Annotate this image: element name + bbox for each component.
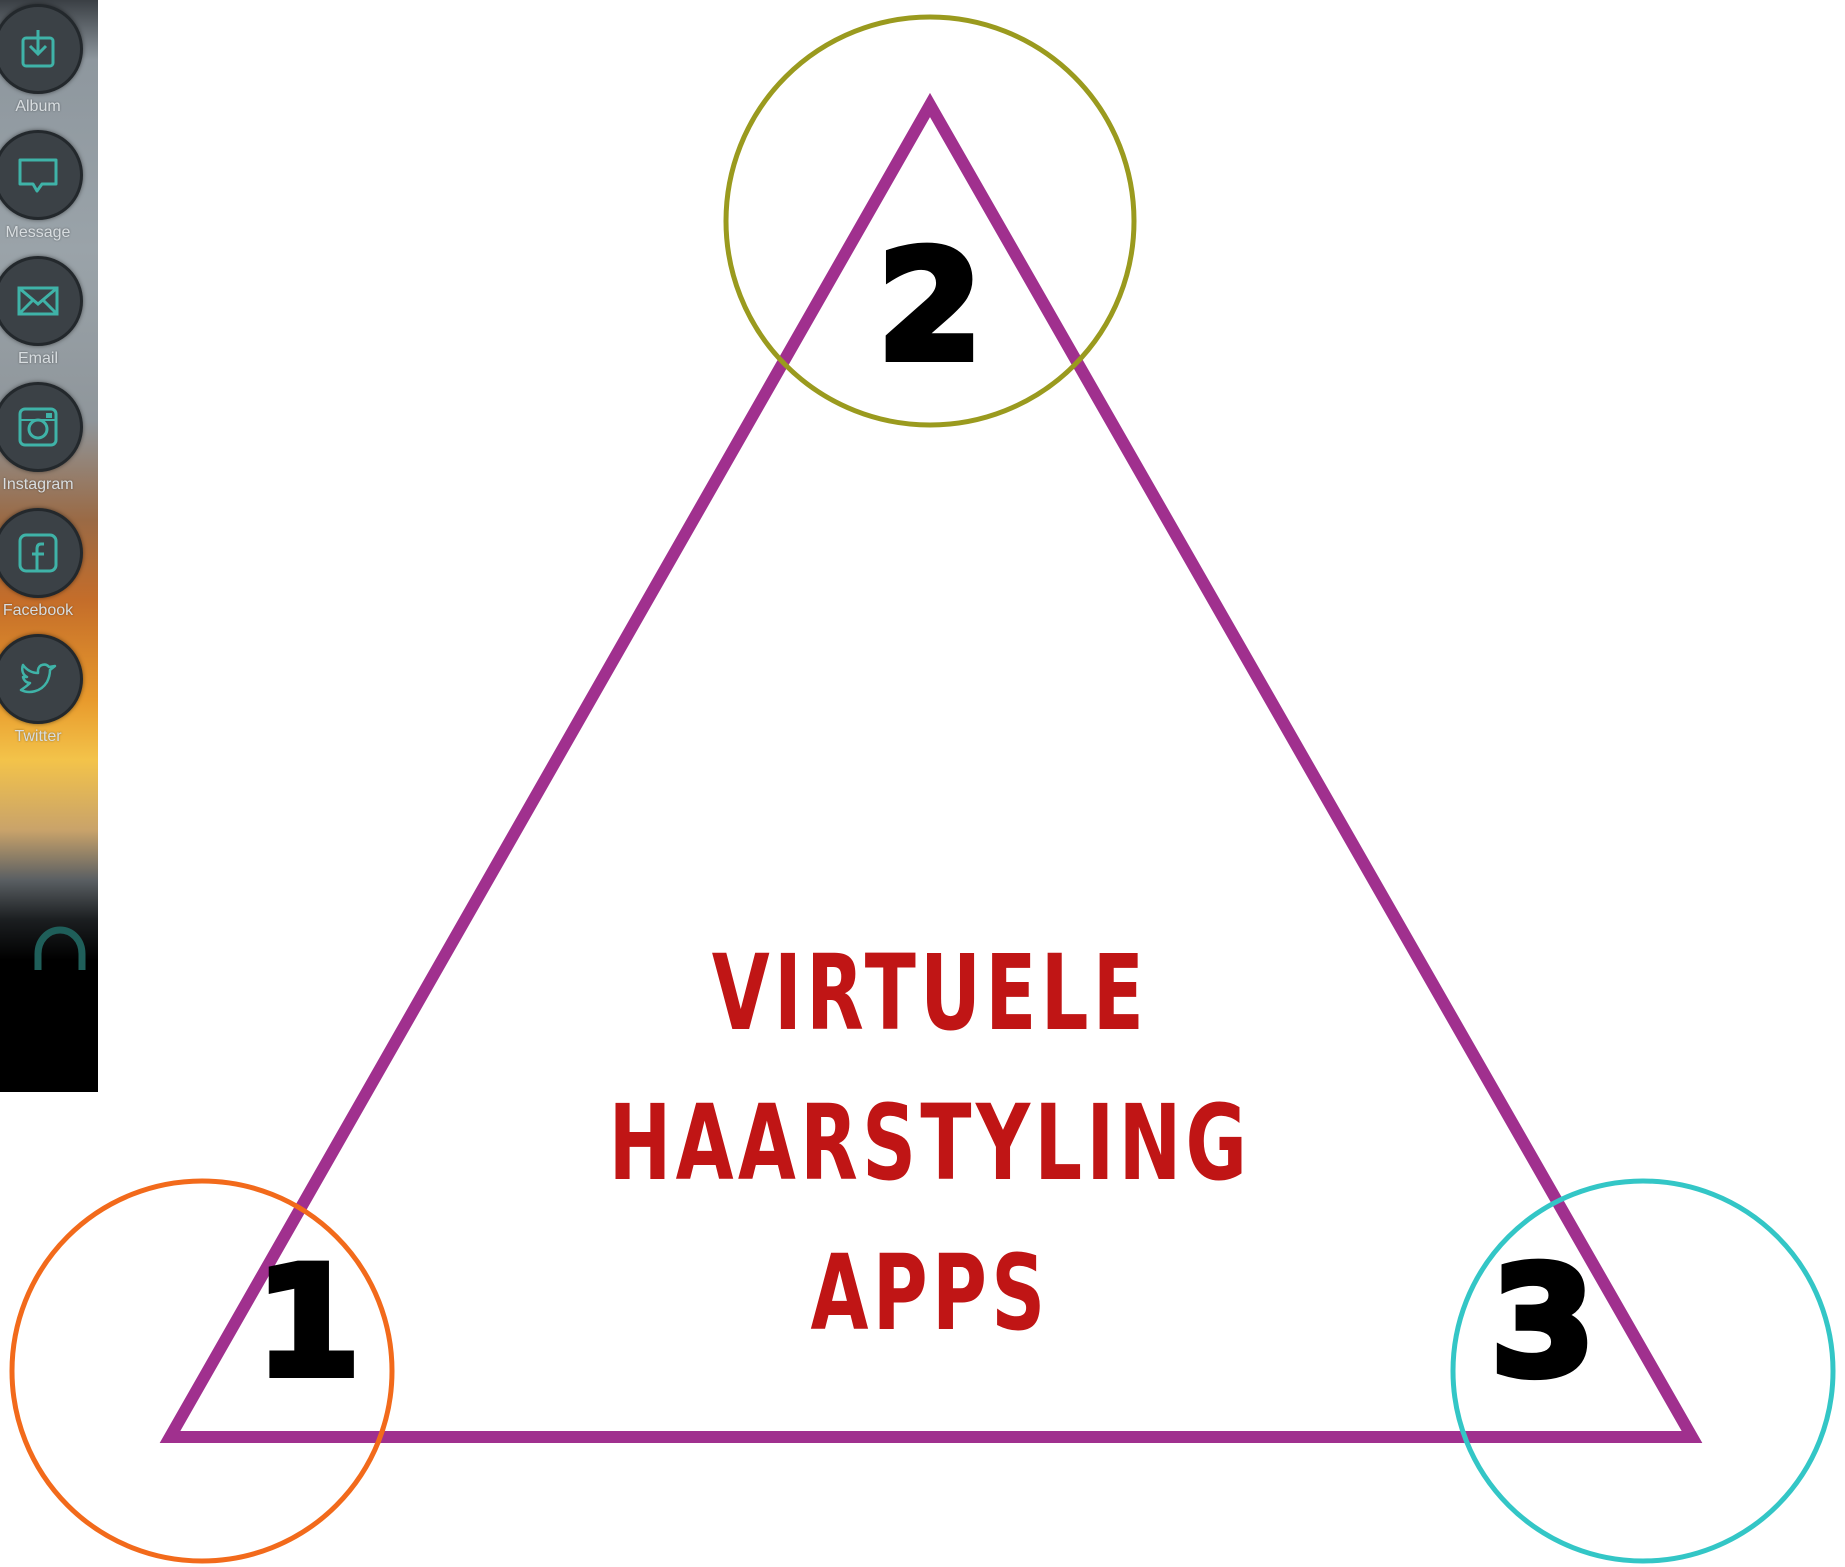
vertex-1-number: 1 xyxy=(252,1236,364,1410)
album-download-icon xyxy=(21,30,55,68)
triangle-outline xyxy=(159,92,1703,1443)
diagram-title-line2: HAARSTYLING APPS xyxy=(608,1082,1252,1354)
share-instagram-label: Instagram xyxy=(2,476,74,493)
share-sidebar: Album Message Email xyxy=(0,0,98,1092)
share-album-label: Album xyxy=(15,98,61,115)
diagram-title: VIRTUELE HAARSTYLING APPS xyxy=(570,918,1290,1368)
message-bubble-icon xyxy=(18,158,58,193)
envelope-icon xyxy=(17,286,59,316)
share-twitter-button[interactable] xyxy=(0,634,83,724)
twitter-bird-icon xyxy=(19,663,57,694)
vertex-1-circle xyxy=(9,1178,395,1564)
home-icon[interactable] xyxy=(32,920,88,976)
share-message-button[interactable] xyxy=(0,130,83,220)
share-instagram-button[interactable] xyxy=(0,382,83,472)
diagram-title-line1: VIRTUELE xyxy=(711,932,1149,1054)
share-message-item[interactable]: Message xyxy=(0,130,98,256)
share-email-item[interactable]: Email xyxy=(0,256,98,382)
share-facebook-label: Facebook xyxy=(2,602,74,619)
vertex-2-circle xyxy=(723,14,1137,428)
share-instagram-item[interactable]: Instagram xyxy=(0,382,98,508)
share-email-button[interactable] xyxy=(0,256,83,346)
share-facebook-button[interactable] xyxy=(0,508,83,598)
instagram-icon xyxy=(18,407,58,447)
share-album-item[interactable]: Album xyxy=(0,4,98,130)
share-twitter-label: Twitter xyxy=(14,728,62,745)
share-twitter-item[interactable]: Twitter xyxy=(0,634,98,760)
share-album-button[interactable] xyxy=(0,4,83,94)
share-email-label: Email xyxy=(17,350,58,367)
facebook-icon xyxy=(18,533,58,573)
share-message-label: Message xyxy=(5,224,71,241)
vertex-2-number: 2 xyxy=(874,220,986,394)
vertex-3-circle xyxy=(1450,1178,1836,1564)
share-facebook-item[interactable]: Facebook xyxy=(0,508,98,634)
vertex-3-number: 3 xyxy=(1487,1236,1599,1410)
